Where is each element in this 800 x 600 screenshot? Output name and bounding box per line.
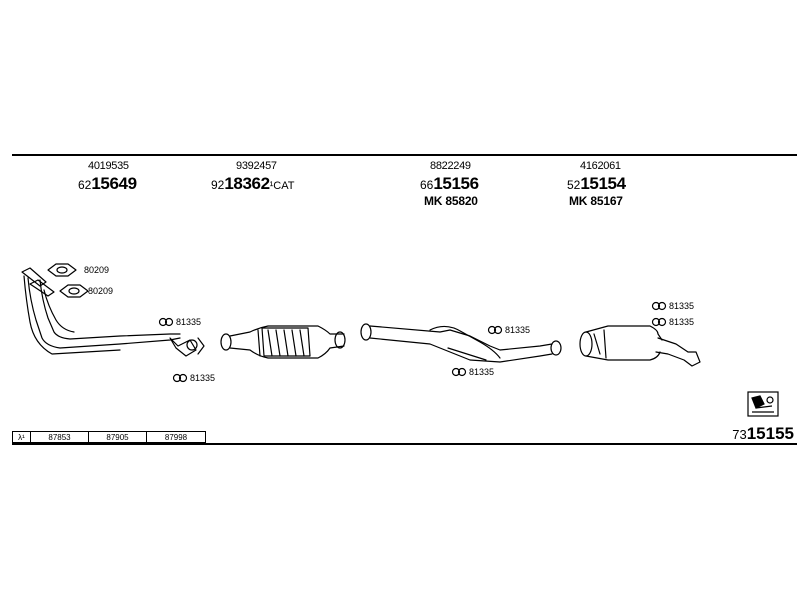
- part-code-2: 9218362¹CAT: [211, 174, 295, 194]
- kit-code-prefix: 73: [732, 427, 747, 442]
- gasket-icon: [59, 284, 89, 298]
- clamp-icon: [158, 317, 174, 327]
- rear-silencer-icon: [579, 325, 701, 367]
- part-code-main: 15649: [91, 174, 137, 193]
- part-code-prefix: 66: [420, 178, 434, 192]
- clamp-icon: [651, 301, 667, 311]
- top-rule: [12, 154, 797, 156]
- clamp-icon: [651, 317, 667, 327]
- clamp-label-2: 81335: [190, 373, 216, 383]
- kit-box-icon: [747, 391, 779, 417]
- front-pipe-icon: [21, 267, 205, 357]
- middle-silencer-icon: [360, 323, 562, 363]
- clamp-label-4: 81335: [469, 367, 495, 377]
- bottom-rule: [12, 443, 797, 445]
- clamp-label-6: 81335: [669, 317, 695, 327]
- part-code-1: 6215649: [78, 174, 137, 194]
- part-code-4: 5215154: [567, 174, 626, 194]
- table-cell: 87905: [89, 432, 147, 442]
- part-code-3: 6615156: [420, 174, 479, 194]
- ref-number-1: 4019535: [88, 160, 129, 172]
- lambda-cell: λ¹: [13, 432, 31, 442]
- clamp-icon: [451, 367, 467, 377]
- table-cell: 87998: [164, 432, 188, 442]
- part-code-suffix: ¹CAT: [269, 180, 295, 192]
- mk-number-3: MK 85820: [424, 194, 478, 208]
- table-cell: 87853: [31, 432, 89, 442]
- mk-number-4: MK 85167: [569, 194, 623, 208]
- part-code-main: 15156: [433, 174, 479, 193]
- lambda-table: λ¹ 87853 87905 87998: [12, 431, 206, 443]
- part-code-main: 18362: [224, 174, 270, 193]
- kit-code-main: 15155: [746, 424, 794, 443]
- kit-code: 7315155: [732, 424, 794, 444]
- part-code-prefix: 92: [211, 178, 225, 192]
- gasket-label-2: 80209: [88, 286, 114, 296]
- gasket-icon: [47, 263, 77, 277]
- ref-number-2: 9392457: [236, 160, 277, 172]
- catalytic-converter-icon: [220, 325, 346, 359]
- gasket-label-1: 80209: [84, 265, 110, 275]
- ref-number-4: 4162061: [580, 160, 621, 172]
- clamp-label-1: 81335: [176, 317, 202, 327]
- clamp-label-5: 81335: [669, 301, 695, 311]
- clamp-icon: [172, 373, 188, 383]
- part-code-main: 15154: [580, 174, 626, 193]
- ref-number-3: 8822249: [430, 160, 471, 172]
- clamp-label-3: 81335: [505, 325, 531, 335]
- clamp-icon: [487, 325, 503, 335]
- part-code-prefix: 62: [78, 178, 92, 192]
- part-code-prefix: 52: [567, 178, 581, 192]
